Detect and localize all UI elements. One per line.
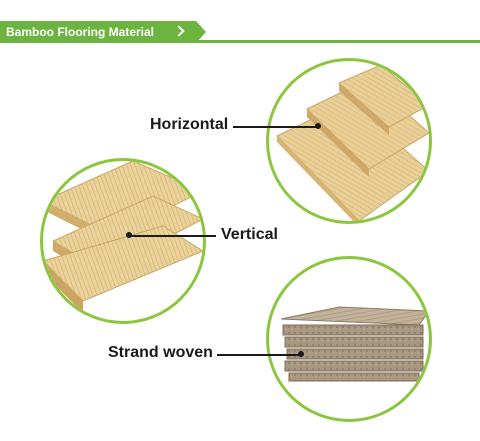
- section-header-tab: Bamboo Flooring Material Structure: [0, 21, 206, 61]
- horizontal-pointer-dot: [315, 123, 321, 129]
- vertical-bamboo-image: [40, 158, 206, 324]
- vertical-pointer-line: [129, 235, 216, 237]
- vertical-label: Vertical: [221, 226, 278, 243]
- strand-woven-pointer-dot: [298, 351, 304, 357]
- horizontal-pointer-line: [233, 126, 318, 128]
- vertical-planks-illustration: [43, 161, 203, 313]
- section-title: Bamboo Flooring Material Structure: [6, 25, 155, 61]
- strand-woven-pointer-line: [217, 354, 301, 356]
- header-divider: [196, 40, 480, 43]
- horizontal-bamboo-image: [266, 58, 432, 224]
- horizontal-planks-illustration: [276, 64, 429, 221]
- horizontal-label: Horizontal: [150, 116, 229, 133]
- strand-woven-label: Strand woven: [108, 344, 213, 361]
- strand-woven-bamboo-image: [266, 256, 432, 422]
- strand-woven-planks-illustration: [280, 306, 429, 382]
